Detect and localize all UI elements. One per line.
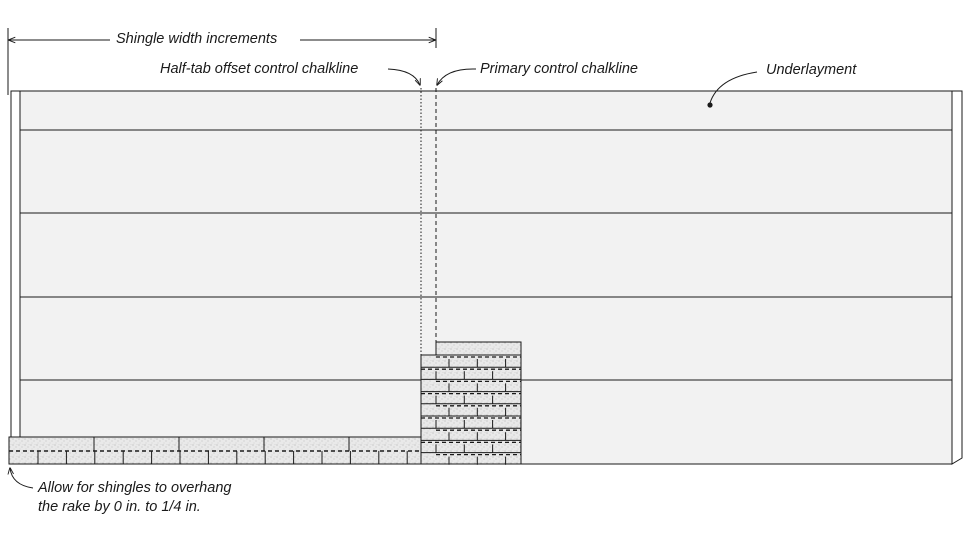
overhang-note-line-2: the rake by 0 in. to 1/4 in. — [38, 498, 201, 515]
shingle-width-increments-label: Shingle width increments — [112, 31, 282, 49]
shingle-width-dimension — [7, 28, 437, 95]
right-edge-strip — [951, 90, 963, 465]
top-shingle-strip — [435, 341, 522, 356]
underlayment-leader — [709, 71, 758, 104]
rake-edge-strip — [10, 90, 21, 465]
primary-control-label: Primary control chalkline — [480, 61, 638, 79]
overhang-note-line-1: Allow for shingles to overhang — [38, 480, 232, 496]
shingle-courses — [8, 341, 522, 465]
stacked-shingles — [420, 354, 522, 465]
overhang-leader — [10, 468, 34, 489]
half-tab-leader — [387, 68, 420, 85]
primary-leader — [437, 68, 477, 85]
underlayment-label: Underlayment — [760, 62, 863, 80]
underlayment-leader-dot — [707, 102, 713, 108]
half-tab-offset-label: Half-tab offset control chalkline — [160, 61, 359, 79]
overhang-note: Allow for shingles to overhang the rake … — [38, 479, 231, 517]
